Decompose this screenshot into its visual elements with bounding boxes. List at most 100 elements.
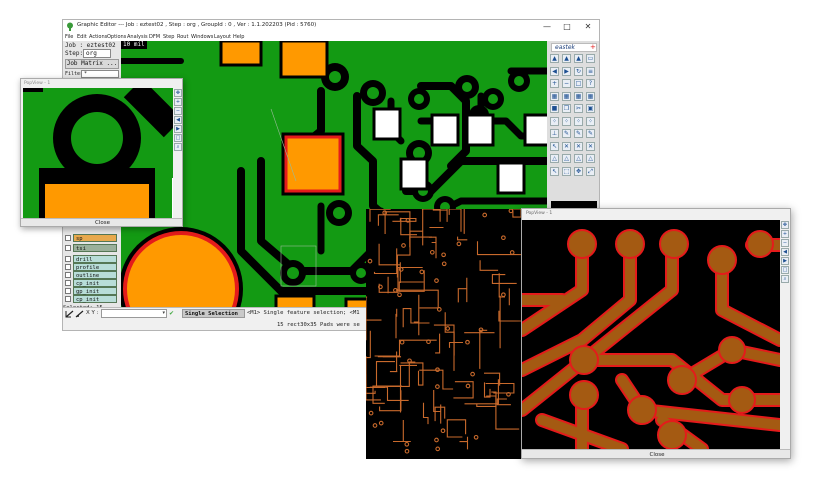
- menu-help[interactable]: Help: [233, 34, 245, 40]
- window-icon[interactable]: ▭: [586, 54, 595, 63]
- menu-actions[interactable]: Actions: [89, 34, 108, 40]
- zoom-in-icon[interactable]: +: [550, 79, 559, 88]
- menu-file[interactable]: File: [65, 34, 74, 40]
- copy-icon[interactable]: ❐: [562, 104, 571, 113]
- arrow-left-icon[interactable]: ◀: [781, 248, 789, 256]
- minimize-button[interactable]: —: [543, 22, 551, 31]
- layer-checkbox[interactable]: [65, 280, 71, 286]
- zoom-fit-icon[interactable]: □: [574, 79, 583, 88]
- zoom-out-icon[interactable]: −: [562, 79, 571, 88]
- pick-icon[interactable]: [65, 310, 75, 318]
- layer-row[interactable]: cp_init: [65, 279, 119, 287]
- layer-checkbox[interactable]: [65, 245, 71, 251]
- menu-step[interactable]: Step: [163, 34, 175, 40]
- grid-icon[interactable]: ▦: [562, 91, 571, 101]
- expand-icon[interactable]: ⤢: [586, 166, 595, 176]
- cross-icon[interactable]: ✕: [586, 141, 595, 151]
- zoom-fit-icon[interactable]: □: [781, 266, 789, 274]
- arrow-left-icon[interactable]: ◀: [174, 116, 182, 124]
- layer-name[interactable]: gp_init: [73, 287, 117, 295]
- layers-icon[interactable]: ≡: [586, 66, 595, 76]
- layer-row[interactable]: profile: [65, 263, 119, 271]
- cross-icon[interactable]: ✕: [574, 141, 583, 151]
- chevron-down-icon[interactable]: ▾: [162, 310, 165, 316]
- select-icon[interactable]: ▣: [586, 104, 595, 113]
- search-icon[interactable]: ⌕: [174, 143, 182, 151]
- layer-name[interactable]: sp: [73, 234, 117, 242]
- layer-checkbox[interactable]: [65, 272, 71, 278]
- selection-mode-button[interactable]: Single Selection: [182, 309, 245, 318]
- pan-icon[interactable]: ✥: [781, 221, 789, 229]
- coordinate-input[interactable]: ▾: [101, 309, 167, 318]
- pen-icon[interactable]: ✎: [586, 129, 595, 138]
- zoom-out-icon[interactable]: −: [174, 107, 182, 115]
- dots-icon[interactable]: ⁘: [574, 116, 583, 126]
- layer-checkbox[interactable]: [65, 264, 71, 270]
- popview-close-button[interactable]: Close: [522, 449, 790, 458]
- layer-row[interactable]: tsi: [65, 244, 119, 252]
- zoom-in-icon[interactable]: +: [174, 98, 182, 106]
- measure-icon[interactable]: ⊥: [550, 129, 559, 138]
- dots-icon[interactable]: ⁘: [550, 116, 559, 126]
- menu-windows[interactable]: Windows: [191, 34, 214, 40]
- layer-checkbox[interactable]: [65, 256, 71, 262]
- grid-icon[interactable]: ▦: [586, 91, 595, 101]
- triangle-icon[interactable]: △: [562, 154, 571, 163]
- dots-icon[interactable]: ⁘: [562, 116, 571, 126]
- cut-icon[interactable]: ✂: [574, 104, 583, 113]
- popview-close-button[interactable]: Close: [21, 218, 182, 226]
- layer-name[interactable]: cp_init: [73, 295, 117, 303]
- layer-name[interactable]: profile: [73, 263, 117, 271]
- layer-checkbox[interactable]: [65, 288, 71, 294]
- help-icon[interactable]: ?: [586, 79, 595, 88]
- pan-icon[interactable]: ✥: [174, 89, 182, 97]
- pointer-icon[interactable]: ↖: [550, 141, 559, 151]
- menu-layout[interactable]: Layout: [214, 34, 231, 40]
- arrow-up-icon[interactable]: ▲: [574, 54, 583, 63]
- arrow-up-icon[interactable]: ▲: [562, 54, 571, 63]
- cross-icon[interactable]: ✕: [562, 141, 571, 151]
- menu-rout[interactable]: Rout: [177, 34, 189, 40]
- plus-icon[interactable]: +: [590, 43, 596, 51]
- arrow-up-icon[interactable]: ▲: [550, 54, 559, 63]
- popview-canvas[interactable]: [522, 220, 780, 449]
- zoom-fit-icon[interactable]: □: [174, 134, 182, 142]
- filter-input[interactable]: *: [81, 70, 119, 78]
- layer-name[interactable]: tsi: [73, 244, 117, 252]
- layer-row[interactable]: cp_init: [65, 295, 119, 303]
- pen-icon[interactable]: ✎: [574, 129, 583, 138]
- refresh-icon[interactable]: ↻: [574, 66, 583, 76]
- step-select[interactable]: org: [83, 49, 111, 58]
- zoom-out-icon[interactable]: −: [781, 239, 789, 247]
- layer-row[interactable]: drill: [65, 255, 119, 263]
- layer-row[interactable]: gp_init: [65, 287, 119, 295]
- arrows-icon[interactable]: ✥: [574, 166, 583, 176]
- layer-checkbox[interactable]: [65, 296, 71, 302]
- arrow-right-icon[interactable]: ▶: [781, 257, 789, 265]
- job-matrix-button[interactable]: Job Matrix ...: [65, 59, 119, 69]
- triangle-icon[interactable]: △: [550, 154, 559, 163]
- menu-analysis[interactable]: Analysis: [127, 34, 148, 40]
- grid-icon[interactable]: ▦: [574, 91, 583, 101]
- arrow-right-icon[interactable]: ▶: [174, 125, 182, 133]
- popview-canvas[interactable]: [23, 88, 173, 218]
- zoom-in-icon[interactable]: +: [781, 230, 789, 238]
- search-icon[interactable]: ⌕: [781, 275, 789, 283]
- menu-options[interactable]: Options: [107, 34, 127, 40]
- triangle-icon[interactable]: △: [574, 154, 583, 163]
- check-icon[interactable]: ✔: [169, 310, 175, 317]
- layer-name[interactable]: drill: [73, 255, 117, 263]
- title-bar[interactable]: Graphic Editor --- Job : eztest02 , Step…: [63, 20, 599, 33]
- menu-edit[interactable]: Edit: [77, 34, 87, 40]
- layer-name[interactable]: outline: [73, 271, 117, 279]
- layer-checkbox[interactable]: [65, 235, 71, 241]
- maximize-button[interactable]: □: [563, 22, 571, 31]
- layer-row[interactable]: outline: [65, 271, 119, 279]
- layer-row[interactable]: sp: [65, 234, 119, 242]
- measure-tool-icon[interactable]: [75, 310, 85, 318]
- select-box-icon[interactable]: ⬚: [562, 166, 571, 176]
- stop-icon[interactable]: ■: [550, 104, 559, 113]
- arrow-left-icon[interactable]: ◀: [550, 66, 559, 76]
- grid-icon[interactable]: ▦: [550, 91, 559, 101]
- menu-dfm[interactable]: DFM: [149, 34, 161, 40]
